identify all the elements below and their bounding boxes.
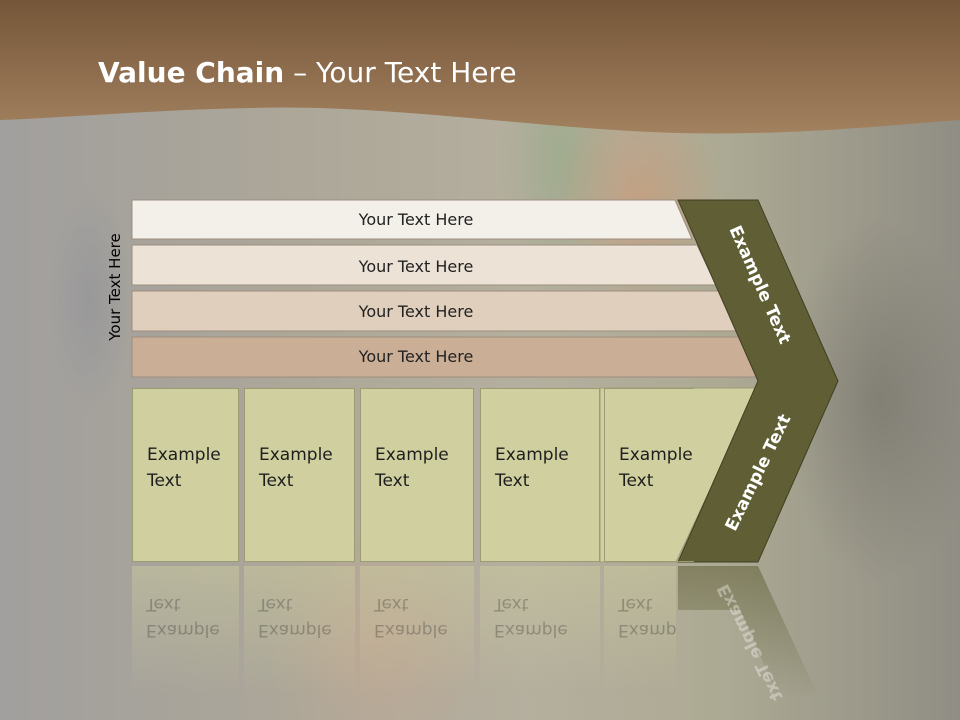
reflection-1-line2: Text xyxy=(146,594,181,614)
example-box-2-line1: Example xyxy=(259,445,333,465)
example-box-3-line2: Text xyxy=(375,471,410,491)
row-3-label: Your Text Here xyxy=(358,302,474,321)
reflection-1-line1: Example xyxy=(146,620,220,640)
example-box-5-line1: Example xyxy=(619,445,693,465)
reflection-4-line2: Text xyxy=(494,594,529,614)
row-1-label: Your Text Here xyxy=(358,210,474,229)
row-1: Your Text Here xyxy=(131,199,693,240)
reflection-2-line1: Example xyxy=(258,620,332,640)
reflection-4-line1: Example xyxy=(494,620,568,640)
example-box-1-reflection: Example Text xyxy=(132,566,239,696)
reflection-5-line2: Text xyxy=(618,594,653,614)
reflection-3-line2: Text xyxy=(374,594,409,614)
example-box-5-line2: Text xyxy=(619,471,654,491)
row-2-label: Your Text Here xyxy=(358,257,474,276)
reflection-2-line2: Text xyxy=(258,594,293,614)
reflection-3-line1: Example xyxy=(374,620,448,640)
example-box-1-line1: Example xyxy=(147,445,221,465)
example-box-4-reflection: Example Text xyxy=(480,566,600,696)
example-box-5-reflection: Example Text xyxy=(604,566,676,696)
title-rest: – Your Text Here xyxy=(284,56,517,89)
chevron-arrow xyxy=(677,199,839,563)
example-box-4-line2: Text xyxy=(495,471,530,491)
example-box-1-line2: Text xyxy=(147,471,182,491)
example-box-3-line1: Example xyxy=(375,445,449,465)
chevron-reflection xyxy=(678,566,820,700)
example-box-2-reflection: Example Text xyxy=(244,566,355,696)
row-4: Your Text Here xyxy=(131,336,764,378)
row-3: Your Text Here xyxy=(131,290,740,332)
page-title: Value Chain – Your Text Here xyxy=(98,56,517,89)
box-5-extension xyxy=(599,387,759,563)
reflection-5-line1: Example xyxy=(618,620,676,640)
title-bold: Value Chain xyxy=(98,56,285,89)
header-band xyxy=(0,0,960,134)
example-box-3-reflection: Example Text xyxy=(360,566,474,696)
row-2: Your Text Here xyxy=(131,244,717,286)
example-box-4-line1: Example xyxy=(495,445,569,465)
example-box-2-line2: Text xyxy=(259,471,294,491)
row-1-shape xyxy=(131,199,693,240)
row-4-label: Your Text Here xyxy=(358,347,474,366)
